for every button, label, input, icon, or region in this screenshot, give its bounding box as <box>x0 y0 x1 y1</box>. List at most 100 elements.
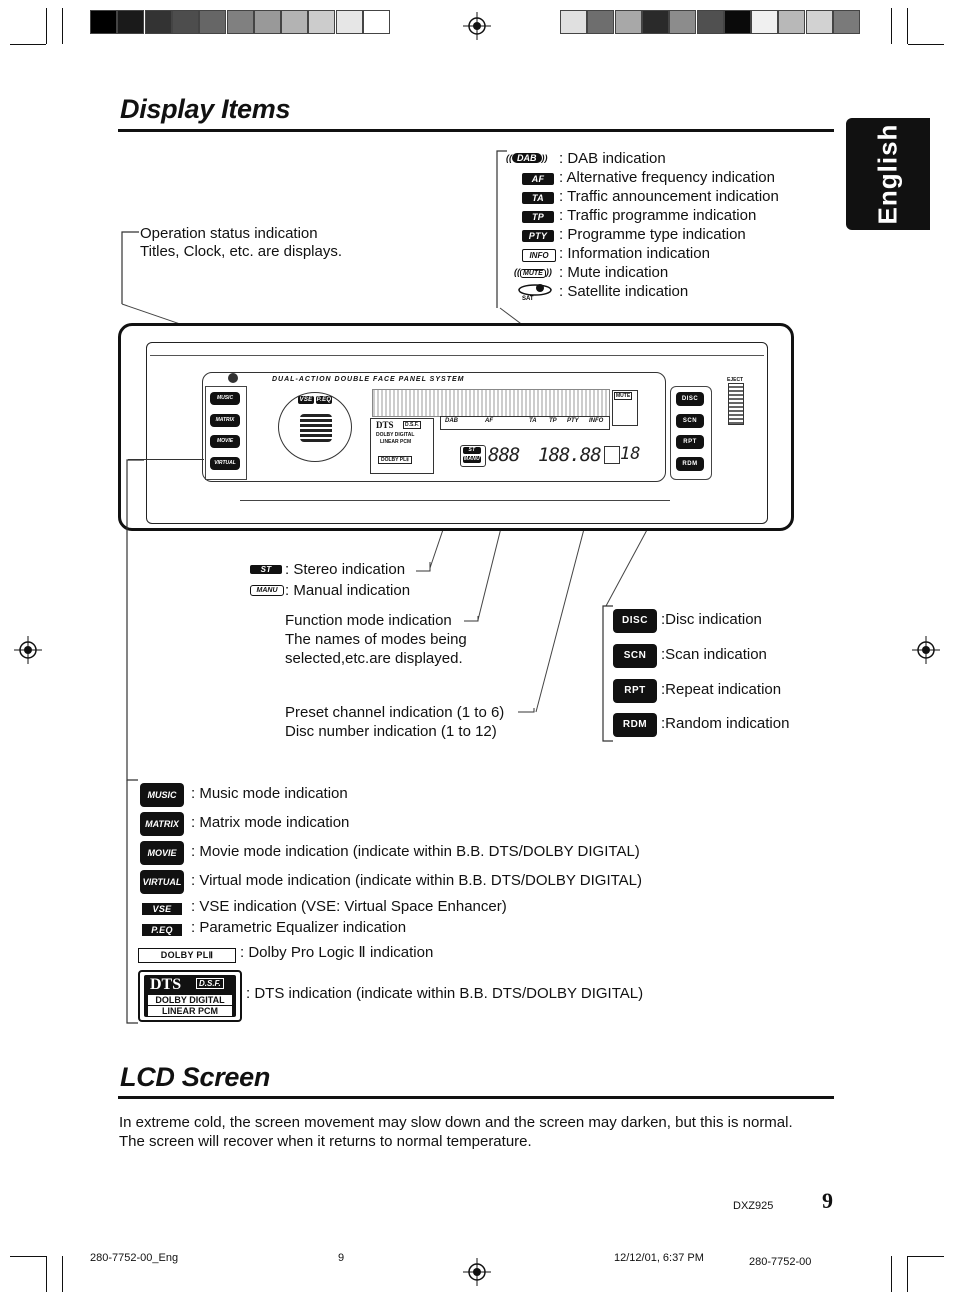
device-matrix-button[interactable]: MATRIX <box>210 413 240 427</box>
crop-mark <box>891 8 892 44</box>
stereo-badge: ST <box>250 565 282 574</box>
scn-icon: SCN <box>613 644 657 668</box>
device-segment-main: 188.88 <box>538 444 602 466</box>
model-number: DXZ925 <box>733 1200 774 1212</box>
music-mode-text: : Music mode indication <box>191 785 348 802</box>
color-swatch <box>641 10 669 34</box>
crop-mark <box>907 1256 908 1292</box>
scn-indication-text: :Scan indication <box>661 646 767 663</box>
pty-indication-text: : Programme type indication <box>559 226 746 243</box>
movie-icon: MOVIE <box>140 841 184 865</box>
color-swatch <box>117 10 145 34</box>
manual-badge: MANU <box>250 585 284 596</box>
color-swatch <box>614 10 642 34</box>
color-swatch <box>226 10 254 34</box>
dts-logo: DTS <box>150 976 182 993</box>
music-icon: MUSIC <box>140 783 184 807</box>
mute-icon: ((MUTE)) <box>514 267 552 278</box>
sat-indication-text: : Satellite indication <box>559 283 689 300</box>
crop-mark <box>62 8 63 44</box>
satellite-icon: SAT <box>516 281 554 302</box>
device-virtual-button[interactable]: VIRTUAL <box>210 456 240 470</box>
virtual-mode-text: : Virtual mode indication (indicate with… <box>191 872 643 889</box>
dab-indication-text: : DAB indication <box>559 150 666 167</box>
operation-bracket <box>121 231 139 304</box>
eject-button[interactable] <box>728 383 744 425</box>
matrix-icon: MATRIX <box>140 812 184 836</box>
device-vse-badge: VSE <box>298 396 314 404</box>
device-pl2-label: DOLBY PLⅡ <box>378 456 412 464</box>
device-rds-info: INFO <box>589 418 604 424</box>
device-dolby-digital: DOLBY DIGITAL <box>376 432 415 438</box>
device-mute-label: MUTE <box>614 392 633 400</box>
device-rdm-button[interactable]: RDM <box>676 456 704 471</box>
device-rds-pty: PTY <box>567 418 579 424</box>
color-swatch <box>199 10 227 34</box>
device-disc-ch-box <box>604 446 620 464</box>
color-swatch <box>778 10 806 34</box>
registration-mark-icon <box>912 636 940 664</box>
color-swatch <box>560 10 587 34</box>
color-swatch <box>587 10 615 34</box>
device-st-manu-box <box>460 445 486 467</box>
device-disc-button[interactable]: DISC <box>676 392 704 406</box>
footer-file: 280-7752-00_Eng <box>90 1252 179 1264</box>
color-swatch <box>253 10 281 34</box>
device-dts-box <box>370 418 434 474</box>
device-movie-button[interactable]: MOVIE <box>210 435 240 448</box>
svg-text:SAT: SAT <box>522 296 534 301</box>
device-rds-dab: DAB <box>445 418 458 424</box>
device-rpt-button[interactable]: RPT <box>676 435 704 449</box>
device-manu-badge: MANU <box>463 456 481 463</box>
crop-mark <box>46 1256 47 1292</box>
power-knob-icon[interactable] <box>228 373 238 383</box>
dsf-label: D.S.F. <box>196 978 224 989</box>
preset-line2: Disc number indication (1 to 12) <box>285 723 497 740</box>
color-swatch <box>171 10 199 34</box>
lcd-paragraph-line2: The screen will recover when it returns … <box>119 1133 532 1150</box>
device-scn-button[interactable]: SCN <box>676 413 704 428</box>
function-mode-line3: selected,etc.are displayed. <box>285 650 463 667</box>
device-rds-af: AF <box>485 418 493 424</box>
right-list-bracket <box>602 605 613 742</box>
color-swatch <box>335 10 363 34</box>
device-rds-tp: TP <box>549 418 557 424</box>
device-music-button[interactable]: MUSIC <box>210 392 240 405</box>
function-mode-line1: Function mode indication <box>285 612 452 629</box>
info-indication-text: : Information indication <box>559 245 710 262</box>
head-unit-faceplate <box>146 342 768 524</box>
af-icon: AF <box>522 173 554 185</box>
p-eq-mode-text: : Parametric Equalizer indication <box>191 919 407 936</box>
stereo-connector <box>416 562 431 572</box>
color-swatch <box>144 10 172 34</box>
device-mute-sat-box <box>612 390 638 426</box>
mute-indication-text: : Mute indication <box>559 264 669 281</box>
color-swatch <box>90 10 117 34</box>
disc-indication-text: :Disc indication <box>661 611 762 628</box>
language-tab: English <box>846 118 930 230</box>
linear-pcm-label: LINEAR PCM <box>148 1006 232 1016</box>
function-preset-connectors <box>464 616 535 713</box>
dolby-pl-icon: DOLBY PLⅡ <box>138 948 236 963</box>
color-swatch <box>805 10 833 34</box>
crop-mark <box>908 1256 944 1257</box>
color-swatch <box>669 10 697 34</box>
crop-mark <box>62 1256 63 1292</box>
dot-matrix-display <box>372 389 610 417</box>
color-swatch <box>308 10 336 34</box>
device-segment-left: 888 <box>488 444 520 466</box>
operation-status-line2: Titles, Clock, etc. are displays. <box>140 243 343 260</box>
rdm-indication-text: :Random indication <box>661 715 790 732</box>
matrix-mode-text: : Matrix mode indication <box>191 814 350 831</box>
color-swatch <box>751 10 779 34</box>
info-icon: INFO <box>522 249 556 262</box>
rpt-icon: RPT <box>613 679 657 703</box>
virtual-icon: VIRTUAL <box>140 870 184 894</box>
page-number: 9 <box>822 1188 833 1213</box>
stereo-text: : Stereo indication <box>285 561 406 578</box>
rpt-indication-text: :Repeat indication <box>661 681 782 698</box>
vse-mode-text: : VSE indication (VSE: Virtual Space Enh… <box>191 898 507 915</box>
footer-code: 280-7752-00 <box>749 1256 812 1268</box>
device-segment-right: 18 <box>620 444 641 464</box>
